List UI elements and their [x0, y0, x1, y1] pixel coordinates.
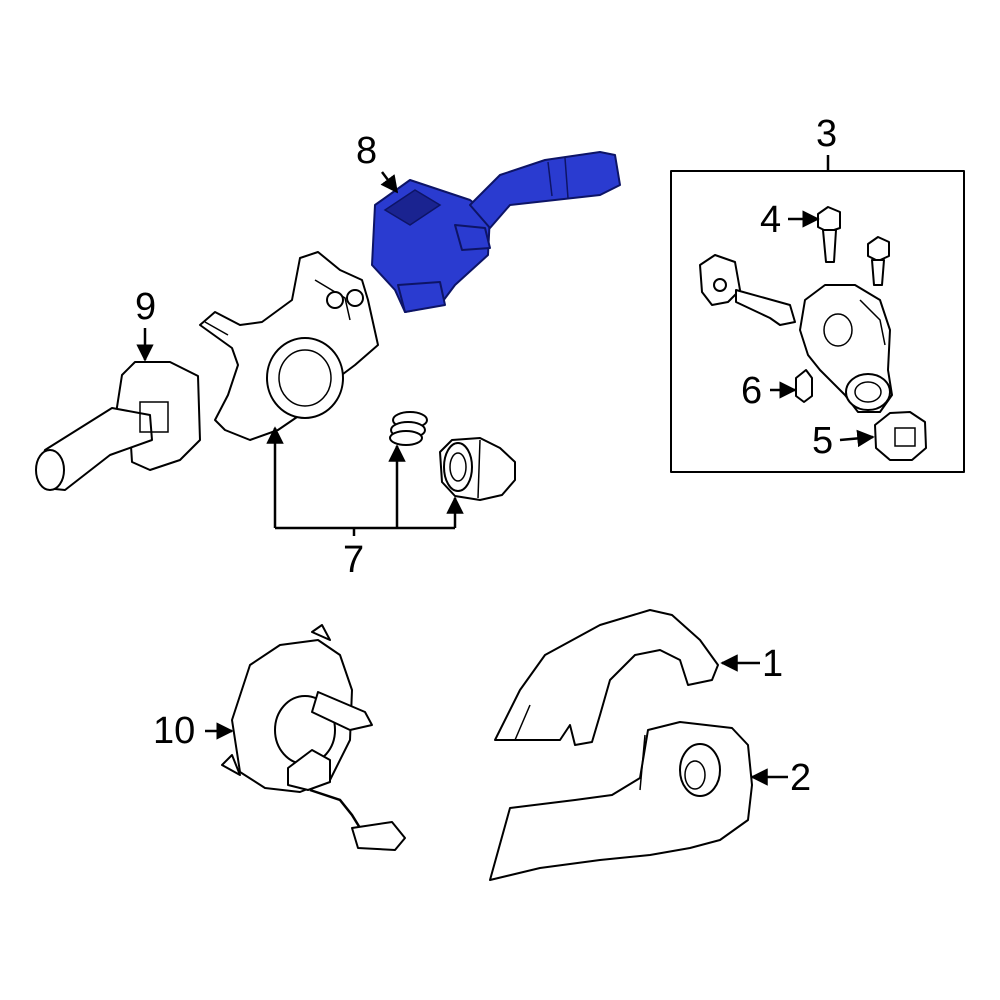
callout-3: 3: [816, 113, 838, 155]
callout-7: 7: [343, 539, 365, 581]
callout-1: 1: [762, 643, 784, 685]
callout-9: 9: [135, 286, 157, 328]
part-5-switch[interactable]: [874, 411, 927, 461]
part-8-combination-switch[interactable]: [371, 151, 621, 313]
part-7-switch-housing[interactable]: [199, 251, 379, 441]
part-7-spring[interactable]: [389, 411, 428, 446]
part-6-clip[interactable]: [795, 369, 813, 403]
callout-10: 10: [153, 710, 196, 752]
part-9-wiper-switch[interactable]: [35, 361, 201, 491]
callout-4: 4: [760, 199, 782, 241]
part-4-bolt[interactable]: [817, 206, 841, 263]
callout-8: 8: [356, 130, 378, 172]
leader-lines: [136, 155, 875, 786]
part-3-lock-cylinder: [799, 284, 893, 413]
callout-5: 5: [812, 420, 834, 462]
part-1-upper-cover[interactable]: [494, 609, 719, 746]
part-7-bushing[interactable]: [439, 437, 516, 501]
callout-6: 6: [741, 370, 763, 412]
leader-5: [839, 429, 875, 448]
part-3-bolt-second: [867, 236, 890, 286]
part-2-lower-cover[interactable]: [489, 721, 753, 881]
leader-8: [380, 171, 399, 194]
part-10-clock-spring[interactable]: [221, 624, 406, 851]
part-3-key: [699, 254, 796, 326]
callout-2: 2: [790, 757, 812, 799]
